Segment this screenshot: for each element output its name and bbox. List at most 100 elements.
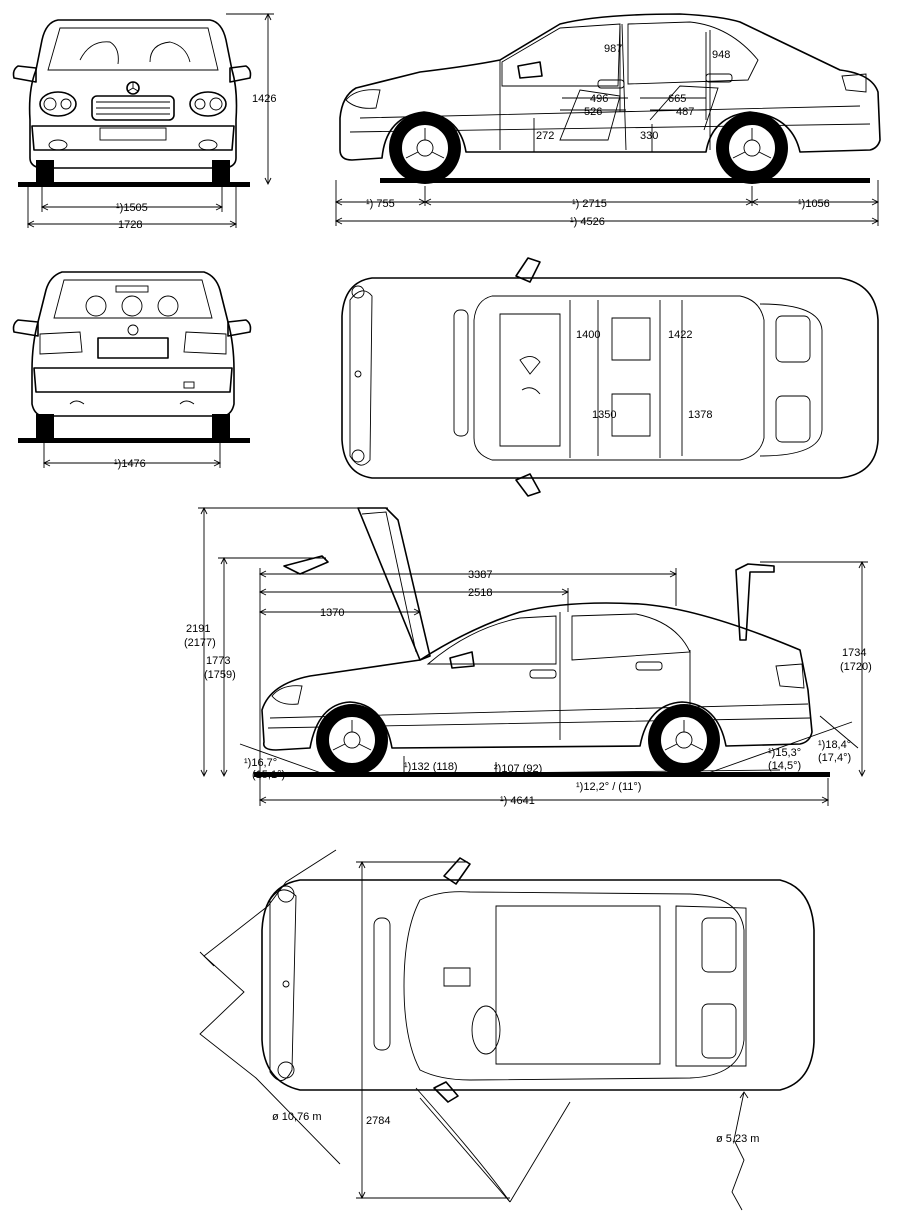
turning-circle-label: ø 10,76 m	[272, 1111, 322, 1123]
open-front-window	[426, 615, 557, 665]
front-view	[12, 12, 274, 228]
rear-overhang-label: ¹)1056	[798, 198, 830, 210]
rear-right-mirror	[227, 319, 252, 337]
front-right-tyre	[212, 160, 230, 182]
front-shoulder-label: 1400	[576, 329, 600, 341]
top-cabin	[473, 295, 765, 461]
front-grille	[91, 95, 175, 121]
turning-body-outline	[261, 879, 815, 1091]
open-side-view	[198, 506, 868, 806]
open-body-outline	[261, 602, 813, 751]
front-track-label: ¹)1505	[116, 202, 148, 214]
ramp-angle-label: ¹)12,2° / (11°)	[576, 781, 641, 793]
length-2518-label: 2518	[468, 587, 492, 599]
rear-seat-height-label: 330	[640, 130, 658, 142]
front-left-headlight	[39, 91, 77, 117]
side-front-window	[501, 23, 621, 87]
top-right-mirror	[515, 473, 541, 497]
rear-window	[53, 279, 213, 319]
turning-hood-vent	[373, 917, 391, 1051]
front-right-headlight	[189, 91, 227, 117]
rear-left-tyre	[36, 414, 54, 438]
front-legroom-b-label: 526	[584, 106, 602, 118]
trunk-open-height-label: 1734	[842, 647, 866, 659]
front-left-tyre	[36, 160, 54, 182]
open-ground-line	[254, 772, 830, 777]
open-rear-window	[571, 613, 691, 661]
rear-shoulder-label: 1422	[668, 329, 692, 341]
rear-headroom-label: 948	[712, 49, 730, 61]
clearance-mid-label: ²)107 (92)	[494, 763, 542, 775]
wheelbase-label: ¹) 2715	[572, 198, 607, 210]
side-front-wheel	[400, 123, 450, 173]
top-left-mirror	[515, 257, 541, 283]
front-legroom-a-label: 496	[590, 93, 608, 105]
front-seats	[79, 41, 191, 65]
turning-right-mirror	[433, 1081, 459, 1103]
front-windshield	[47, 27, 219, 71]
front-overhang-label: ¹) 755	[366, 198, 395, 210]
approach-angle-label: ¹)16,7°	[244, 757, 277, 769]
turning-cabin	[403, 891, 745, 1081]
turning-top-view	[199, 849, 815, 1211]
length-3387-label: 3387	[468, 569, 492, 581]
rear-hip-label: 1378	[688, 409, 712, 421]
overall-length-label: ¹) 4641	[500, 795, 535, 807]
side-mirror	[517, 61, 543, 79]
turning-roof	[495, 905, 661, 1065]
approach-angle-alt-label: (15,1°)	[252, 769, 285, 781]
hood-open-height-alt-label: (2177)	[184, 637, 216, 649]
open-front-wheel	[327, 715, 377, 765]
rear-legroom-a-label: 665	[668, 93, 686, 105]
open-rear-wheel	[659, 715, 709, 765]
depart-angle2-label: ¹)18,4°	[818, 739, 851, 751]
width-mirrors-label: 2784	[366, 1115, 390, 1127]
front-headroom-label: 987	[604, 43, 622, 55]
side-ground-line	[380, 178, 870, 183]
rear-license-plate	[97, 337, 169, 359]
open-trunk-lid	[735, 563, 775, 641]
rear-view	[12, 271, 252, 468]
side-headlight	[345, 89, 381, 109]
length-label: ¹) 4526	[570, 216, 605, 228]
front-hip-label: 1350	[592, 409, 616, 421]
rear-body-outline	[31, 271, 235, 417]
front-left-mirror	[12, 65, 37, 83]
front-seat-height-label: 272	[536, 130, 554, 142]
depart-angle-label: ¹)15,3°	[768, 747, 801, 759]
side-rear-wheel	[727, 123, 777, 173]
side-rear-window	[627, 21, 759, 85]
clearance-front-label: ¹)132 (118)	[404, 761, 458, 773]
depart-angle2-alt-label: (17,4°)	[818, 752, 851, 764]
top-rear-window	[759, 303, 823, 457]
front-width-label: 1728	[118, 219, 142, 231]
depart-angle-alt-label: (14,5°)	[768, 760, 801, 772]
open-hood	[357, 507, 431, 661]
rear-taillights	[39, 331, 227, 355]
top-view	[341, 257, 879, 497]
open-headlight	[271, 685, 303, 705]
front-height-label: 1426	[252, 93, 276, 105]
length-1370-label: 1370	[320, 607, 344, 619]
roof-height-alt-label: (1759)	[204, 669, 236, 681]
front-bumper	[31, 125, 235, 151]
side-taillight	[841, 73, 867, 93]
open-taillight	[775, 663, 805, 689]
top-body-outline	[341, 277, 879, 479]
side-body-outline	[339, 13, 881, 161]
side-view	[334, 13, 881, 226]
hood-open-height-label: 2191	[186, 623, 210, 635]
top-hood-vent	[453, 309, 469, 437]
rear-legroom-b-label: 487	[676, 106, 694, 118]
trunk-open-height-alt-label: (1720)	[840, 661, 872, 673]
roof-height-label: 1773	[206, 655, 230, 667]
turning-left-mirror	[443, 857, 471, 885]
rear-right-tyre	[212, 414, 230, 438]
open-side-mirror	[449, 651, 475, 669]
rear-left-mirror	[12, 319, 39, 337]
open-front-door-line	[283, 555, 329, 575]
door-sweep-label: ø 5,23 m	[716, 1133, 759, 1145]
top-front-nose	[349, 290, 373, 466]
front-right-mirror	[229, 65, 252, 83]
